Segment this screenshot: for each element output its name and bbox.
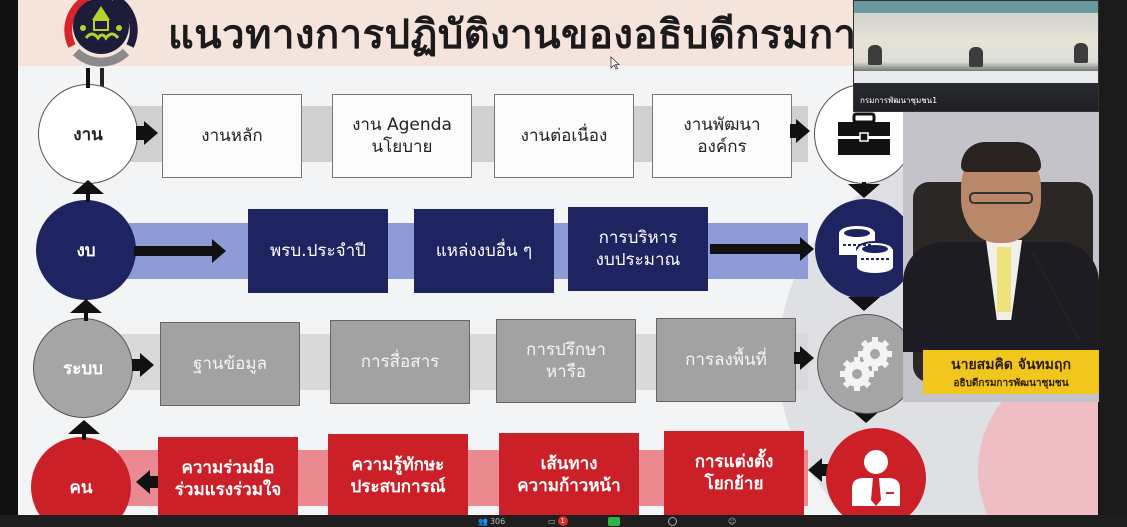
coins-icon xyxy=(839,226,894,273)
mouse-cursor-icon xyxy=(610,56,620,70)
box-org-development: งานพัฒนา องค์กร xyxy=(652,94,792,178)
box-communication: การสื่อสาร xyxy=(330,320,470,404)
box-other-budget-sources: แหล่งงบอื่น ๆ xyxy=(414,209,554,293)
row-end-budget xyxy=(815,199,915,299)
chat-badge: 1 xyxy=(557,516,568,526)
box-field-visit: การลงพื้นที่ xyxy=(656,318,796,402)
box-appointment-transfer: การแต่งตั้ง โยกย้าย xyxy=(664,431,804,515)
box-continuing-work: งานต่อเนื่อง xyxy=(494,94,634,178)
participants-icon: 👥 xyxy=(478,516,488,526)
arrow-up xyxy=(68,420,100,434)
box-consultation: การปรึกษา หารือ xyxy=(496,319,636,403)
video-table xyxy=(854,71,1098,83)
row-label-people: คน xyxy=(31,437,131,515)
reactions-icon: ☺ xyxy=(728,516,737,526)
participant-name: กรมการพัฒนาชุมชน1 xyxy=(860,96,938,105)
video-ceiling xyxy=(854,1,1098,13)
briefcase-icon xyxy=(838,112,890,155)
logo-stem xyxy=(100,68,104,90)
reactions-button[interactable]: ☺ xyxy=(728,516,736,526)
box-database: ฐานข้อมูล xyxy=(160,322,300,406)
video-person xyxy=(868,45,882,65)
box-collaboration: ความร่วมมือ ร่วมแรงร่วมใจ xyxy=(158,437,298,515)
chat-icon: ▭ xyxy=(548,516,556,526)
record-icon xyxy=(668,516,677,526)
box-budget-management: การบริหาร งบประมาณ xyxy=(568,207,708,291)
row-label-budget: งบ xyxy=(36,200,136,300)
box-knowledge-skills: ความรู้ทักษะ ประสบการณ์ xyxy=(328,434,468,515)
box-career-path: เส้นทาง ความก้าวหน้า xyxy=(499,433,639,515)
speaker-photo: นายสมคิด จันทมฤก อธิบดีกรมการพัฒนาชุมชน xyxy=(903,112,1099,402)
slide-title: แนวทางการปฏิบัติงานของอธิบดีกรมการ xyxy=(168,12,879,58)
video-person xyxy=(969,47,983,67)
share-screen-icon xyxy=(608,516,620,526)
person-tie-icon xyxy=(852,450,900,506)
box-annual-budget-act: พรบ.ประจำปี xyxy=(248,209,388,293)
participants-count: 306 xyxy=(489,516,506,526)
speaker-role: อธิบดีกรมการพัฒนาชุมชน xyxy=(953,377,1069,389)
department-logo-icon xyxy=(64,0,138,67)
record-button[interactable] xyxy=(668,516,677,526)
monitor-bezel-right xyxy=(1099,0,1127,527)
arrow-right xyxy=(800,346,814,370)
arrow-down xyxy=(848,297,880,311)
arrow-right xyxy=(212,239,226,263)
gears-icon xyxy=(840,337,892,391)
arrow-right xyxy=(800,237,814,261)
participant-video-tile[interactable]: กรมการพัฒนาชุมชน1 xyxy=(853,0,1099,112)
chat-button[interactable]: ▭ 1 xyxy=(548,516,568,526)
arrow-up xyxy=(70,299,102,313)
row-end-system xyxy=(817,314,917,414)
speaker-caption: นายสมคิด จันทมฤก อธิบดีกรมการพัฒนาชุมชน xyxy=(923,350,1099,394)
box-main-work: งานหลัก xyxy=(162,94,302,178)
monitor-bezel-left xyxy=(0,0,18,527)
row-end-people xyxy=(826,428,926,515)
speaker-name: นายสมคิด จันทมฤก xyxy=(951,356,1071,373)
box-agenda-policy: งาน Agenda นโยบาย xyxy=(332,94,472,178)
arrow-down xyxy=(848,184,880,198)
participants-button[interactable]: 👥 306 xyxy=(478,516,505,526)
video-person xyxy=(1074,43,1088,63)
meeting-toolbar: 👥 306 ▭ 1 ☺ xyxy=(0,515,1127,527)
row-label-work: งาน xyxy=(38,84,138,184)
arrow-left xyxy=(136,470,150,494)
share-screen-button[interactable] xyxy=(608,516,620,526)
arrow-right xyxy=(796,119,810,143)
row-label-system: ระบบ xyxy=(33,318,133,418)
arrow-right xyxy=(140,353,154,377)
arrow-right xyxy=(144,121,158,145)
arrow-left xyxy=(808,458,822,482)
arrow-up xyxy=(72,180,104,194)
